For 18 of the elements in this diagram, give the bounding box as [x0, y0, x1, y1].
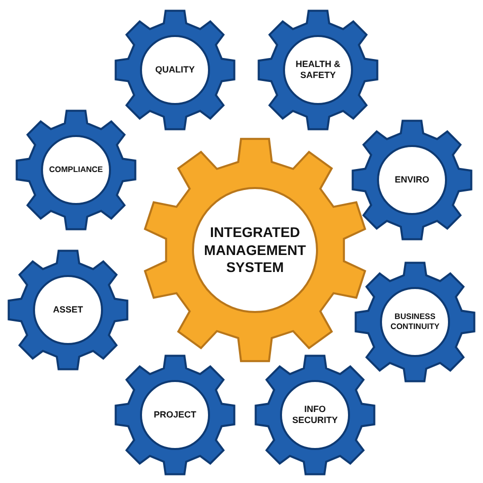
gear-shape: [353, 260, 477, 384]
gear-shape: [350, 118, 474, 242]
gear-label: INTEGRATED MANAGEMENT SYSTEM: [203, 224, 307, 276]
gear-shape: [253, 353, 377, 477]
gear-label: ENVIRO: [394, 174, 430, 186]
gear-label: HEALTH & SAFETY: [294, 58, 342, 82]
gear-label: INFO SECURITY: [291, 404, 339, 426]
gear-shape: [14, 108, 138, 232]
gear-shape: [141, 136, 369, 364]
gear-label: QUALITY: [154, 64, 196, 76]
gear-label: ASSET: [52, 304, 84, 316]
gear-label: PROJECT: [152, 409, 198, 421]
gear-label: BUSINESS CONTINUITY: [390, 312, 440, 332]
gear-shape: [113, 353, 237, 477]
gear-shape: [256, 8, 380, 132]
gear-shape: [6, 248, 130, 372]
gear-shape: [113, 8, 237, 132]
gear-label: COMPLIANCE: [48, 165, 104, 175]
